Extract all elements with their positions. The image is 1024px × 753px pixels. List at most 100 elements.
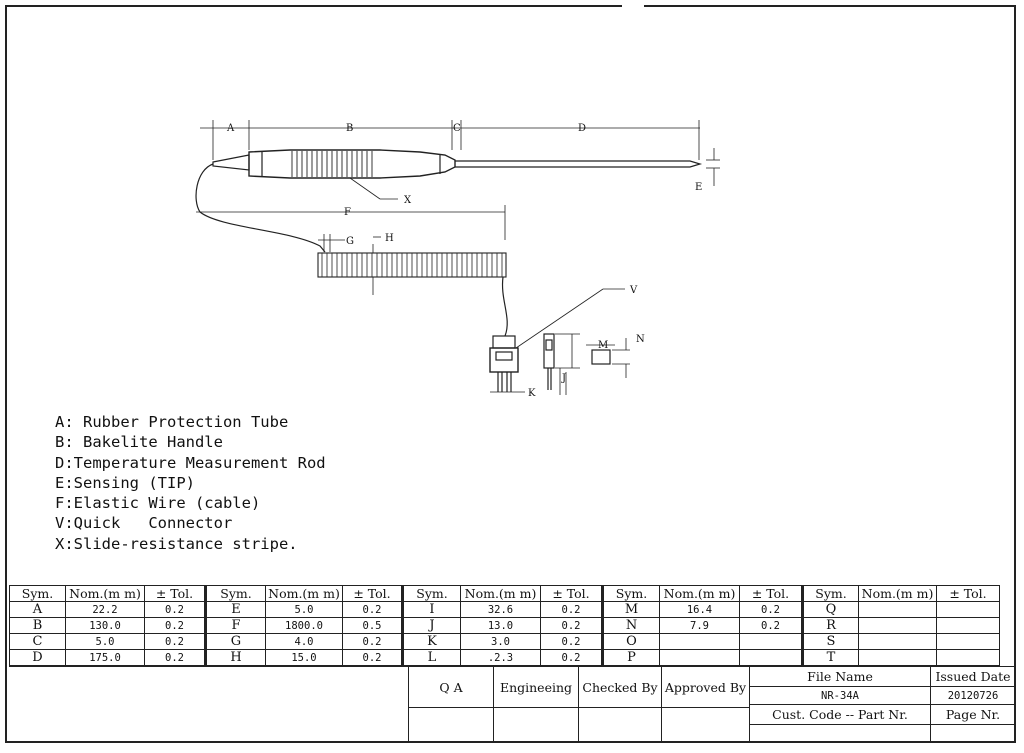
col-sym: Sym.	[205, 585, 266, 602]
tol-cell	[936, 617, 1000, 634]
legend: A: Rubber Protection Tube B: Bakelite Ha…	[55, 412, 326, 554]
engineering-label: Engineeing	[493, 666, 579, 708]
spec-row: A 22.2 0.2 E 5.0 0.2 I 32.6 0.2 M 16.4 0…	[9, 601, 1000, 618]
dim-label-n: N	[636, 334, 645, 345]
sym-cell: O	[602, 633, 660, 650]
col-sym: Sym.	[602, 585, 660, 602]
tol-cell: 0.2	[540, 601, 604, 618]
issued-date-label: Issued Date	[930, 666, 1016, 687]
legend-item: F:Elastic Wire (cable)	[55, 494, 261, 513]
col-nom: Nom.(m m)	[858, 585, 937, 602]
nom-cell	[858, 649, 937, 666]
nom-cell: 22.2	[65, 601, 145, 618]
sym-cell: R	[802, 617, 859, 634]
sym-cell: A	[9, 601, 66, 618]
approved-by-label: Approved By	[661, 666, 750, 708]
sym-cell: D	[9, 649, 66, 666]
sym-cell: T	[802, 649, 859, 666]
tol-cell: 0.2	[342, 633, 404, 650]
tol-cell	[936, 601, 1000, 618]
col-tol: ± Tol.	[540, 585, 604, 602]
title-block: Q A Engineeing Checked By Approved By Fi…	[9, 666, 1016, 743]
dim-label-x: X	[404, 195, 412, 206]
nom-cell	[858, 633, 937, 650]
sym-cell: P	[602, 649, 660, 666]
col-sym: Sym.	[802, 585, 859, 602]
tol-cell	[739, 633, 804, 650]
nom-cell: 4.0	[265, 633, 343, 650]
nom-cell: 5.0	[65, 633, 145, 650]
dim-label-b: B	[346, 123, 353, 134]
file-name-value: NR-34A	[749, 686, 931, 705]
dim-label-g: G	[346, 236, 354, 247]
tol-cell	[936, 649, 1000, 666]
tol-cell: 0.2	[342, 601, 404, 618]
sym-cell: B	[9, 617, 66, 634]
sym-cell: E	[205, 601, 266, 618]
approved-by-signature	[661, 707, 750, 743]
dim-label-j: J	[561, 373, 566, 384]
nom-cell: 32.6	[460, 601, 541, 618]
tol-cell: 0.2	[540, 617, 604, 634]
tol-cell: 0.5	[342, 617, 404, 634]
sym-cell: S	[802, 633, 859, 650]
col-sym: Sym.	[402, 585, 461, 602]
tol-cell: 0.2	[739, 601, 804, 618]
sym-cell: G	[205, 633, 266, 650]
tol-cell: 0.2	[144, 601, 207, 618]
dim-label-h: H	[385, 233, 394, 244]
file-name-label: File Name	[749, 666, 931, 687]
spec-table: Sym. Nom.(m m) ± Tol. Sym. Nom.(m m) ± T…	[9, 585, 1000, 666]
dim-label-k: K	[528, 388, 536, 399]
sym-cell: I	[402, 601, 461, 618]
qa-signature	[408, 707, 494, 743]
sym-cell: L	[402, 649, 461, 666]
col-tol: ± Tol.	[342, 585, 404, 602]
page-nr-value	[930, 724, 1016, 743]
nom-cell: 130.0	[65, 617, 145, 634]
nom-cell	[858, 617, 937, 634]
tol-cell: 0.2	[144, 633, 207, 650]
sym-cell: N	[602, 617, 660, 634]
nom-cell: 1800.0	[265, 617, 343, 634]
col-sym: Sym.	[9, 585, 66, 602]
page-nr-label: Page Nr.	[930, 704, 1016, 725]
tol-cell: 0.2	[342, 649, 404, 666]
col-tol: ± Tol.	[739, 585, 804, 602]
spec-header-row: Sym. Nom.(m m) ± Tol. Sym. Nom.(m m) ± T…	[9, 585, 1000, 602]
sym-cell: M	[602, 601, 660, 618]
dim-label-a: A	[226, 123, 235, 134]
dim-label-d: D	[578, 123, 586, 134]
tol-cell	[936, 633, 1000, 650]
nom-cell	[659, 633, 740, 650]
nom-cell: 7.9	[659, 617, 740, 634]
nom-cell: 3.0	[460, 633, 541, 650]
col-nom: Nom.(m m)	[265, 585, 343, 602]
checked-by-label: Checked By	[578, 666, 662, 708]
legend-item: A: Rubber Protection Tube	[55, 413, 289, 431]
tol-cell: 0.2	[540, 633, 604, 650]
legend-item: X:Slide-resistance stripe.	[55, 534, 298, 553]
tol-cell: 0.2	[144, 617, 207, 634]
nom-cell: .2.3	[460, 649, 541, 666]
nom-cell: 16.4	[659, 601, 740, 618]
col-tol: ± Tol.	[144, 585, 207, 602]
col-nom: Nom.(m m)	[460, 585, 541, 602]
sym-cell: F	[205, 617, 266, 634]
sym-cell: J	[402, 617, 461, 634]
title-block-blank	[9, 666, 409, 743]
tol-cell	[739, 649, 804, 666]
cust-code-label: Cust. Code -- Part Nr.	[749, 704, 931, 725]
tol-cell: 0.2	[144, 649, 207, 666]
spec-row: D 175.0 0.2 H 15.0 0.2 L .2.3 0.2 P T	[9, 649, 1000, 666]
col-nom: Nom.(m m)	[659, 585, 740, 602]
nom-cell: 13.0	[460, 617, 541, 634]
dim-label-f: F	[344, 207, 351, 218]
tol-cell: 0.2	[739, 617, 804, 634]
checked-by-signature	[578, 707, 662, 743]
tol-cell: 0.2	[540, 649, 604, 666]
sym-cell: K	[402, 633, 461, 650]
qa-label: Q A	[408, 666, 494, 708]
issued-date-value: 20120726	[930, 686, 1016, 705]
